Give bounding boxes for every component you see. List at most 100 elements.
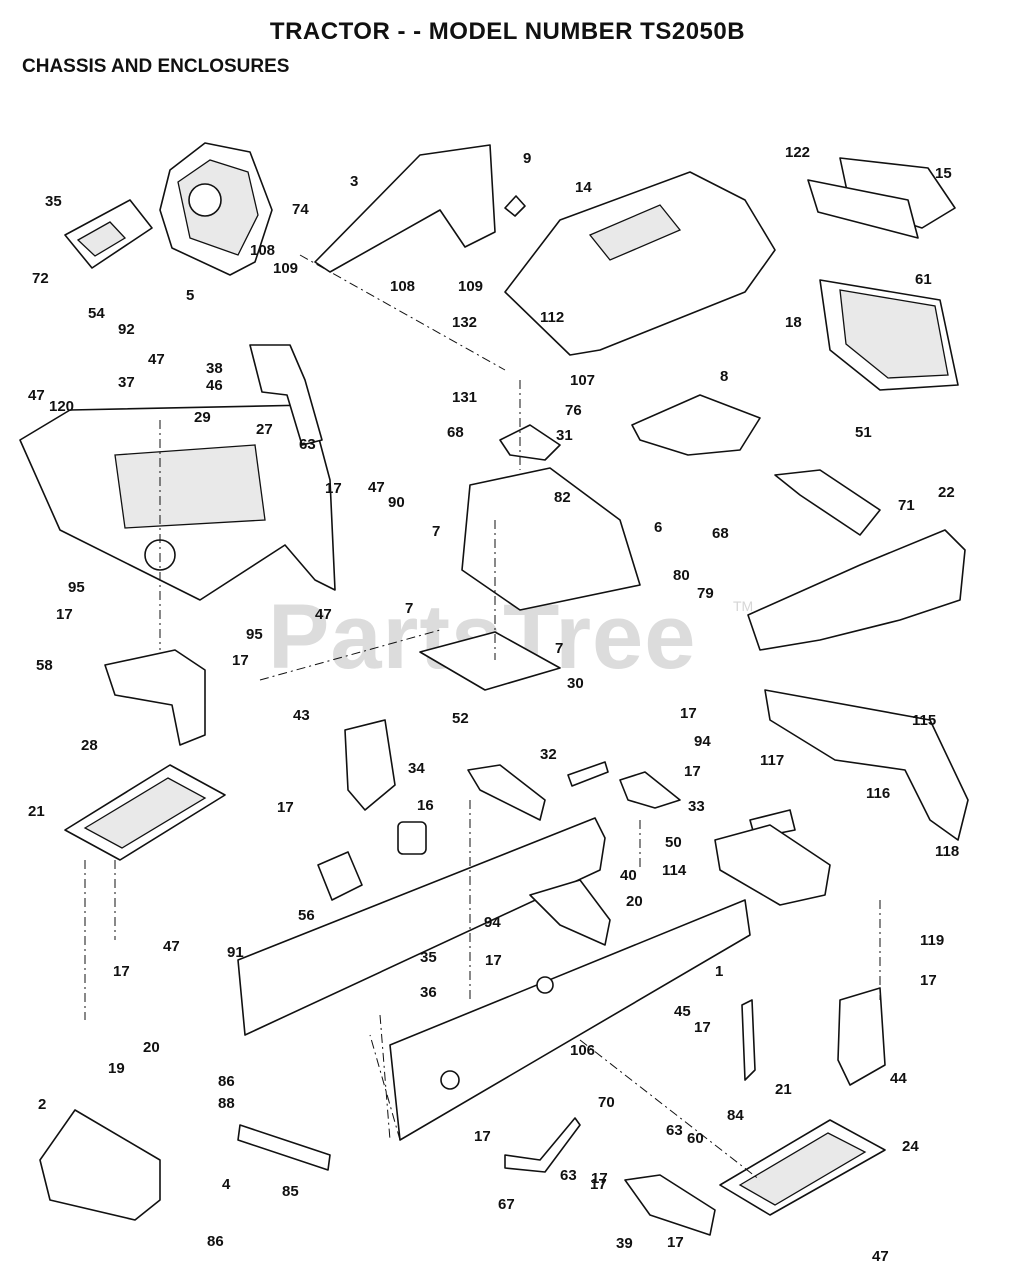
callout-part-5: 5 bbox=[186, 287, 194, 304]
callout-part-38: 38 bbox=[206, 360, 223, 377]
callout-part-1: 1 bbox=[715, 963, 723, 980]
diagram-subtitle: CHASSIS AND ENCLOSURES bbox=[22, 56, 290, 77]
part-91-frame-rail bbox=[237, 817, 606, 1036]
callout-part-94: 94 bbox=[694, 733, 711, 750]
callout-part-39: 39 bbox=[616, 1235, 633, 1252]
callout-part-51: 51 bbox=[855, 424, 872, 441]
callout-part-112: 112 bbox=[540, 309, 564, 326]
callout-part-17: 17 bbox=[56, 606, 73, 623]
part-84-bracket bbox=[741, 999, 756, 1081]
callout-part-17: 17 bbox=[277, 799, 294, 816]
callout-part-88: 88 bbox=[218, 1095, 235, 1112]
callout-part-29: 29 bbox=[194, 409, 211, 426]
part-31-bracket bbox=[499, 424, 561, 461]
callout-part-19: 19 bbox=[108, 1060, 125, 1077]
callout-part-2: 2 bbox=[38, 1096, 46, 1113]
part-30-plate bbox=[419, 631, 561, 691]
part-33-bracket bbox=[619, 771, 681, 809]
callout-part-71: 71 bbox=[898, 497, 915, 514]
callout-part-17: 17 bbox=[591, 1170, 608, 1187]
callout-part-33: 33 bbox=[688, 798, 705, 815]
callout-part-17: 17 bbox=[485, 952, 502, 969]
callout-part-7: 7 bbox=[405, 600, 413, 617]
callout-part-17: 17 bbox=[590, 1176, 607, 1193]
part-22-bumper bbox=[747, 529, 966, 651]
callout-part-17: 17 bbox=[920, 972, 937, 989]
callout-part-20: 20 bbox=[626, 893, 643, 910]
part-2-plate bbox=[39, 1109, 161, 1221]
callout-part-120: 120 bbox=[49, 398, 74, 415]
part-8-plate bbox=[631, 394, 761, 456]
callout-part-85: 85 bbox=[282, 1183, 299, 1200]
callout-part-91: 91 bbox=[227, 944, 244, 961]
callout-part-68: 68 bbox=[712, 525, 729, 542]
part-shapes bbox=[19, 142, 969, 1236]
part-1-frame-rail bbox=[389, 899, 751, 1141]
callout-part-22: 22 bbox=[938, 484, 955, 501]
callout-part-17: 17 bbox=[232, 652, 249, 669]
part-37-fender-deck bbox=[114, 444, 266, 529]
part-14-hood-vents bbox=[588, 204, 682, 261]
part-24-footrest-pad bbox=[738, 1132, 867, 1206]
callout-part-106: 106 bbox=[570, 1042, 595, 1059]
part-29-support bbox=[249, 344, 323, 446]
callout-part-21: 21 bbox=[775, 1081, 792, 1098]
part-56-bracket bbox=[317, 851, 363, 901]
callout-part-115: 115 bbox=[912, 712, 936, 729]
callout-part-63: 63 bbox=[299, 436, 316, 453]
callout-part-45: 45 bbox=[674, 1003, 691, 1020]
callout-part-28: 28 bbox=[81, 737, 98, 754]
callout-part-119: 119 bbox=[920, 932, 944, 949]
part-40-bracket bbox=[529, 879, 611, 946]
part-67-rod bbox=[504, 1117, 581, 1173]
part-18-grille-bars bbox=[839, 289, 949, 379]
callout-part-34: 34 bbox=[408, 760, 425, 777]
callout-part-109: 109 bbox=[458, 278, 483, 295]
callout-part-35: 35 bbox=[420, 949, 437, 966]
callout-part-47: 47 bbox=[315, 606, 332, 623]
callout-part-68: 68 bbox=[447, 424, 464, 441]
callout-part-24: 24 bbox=[902, 1138, 919, 1155]
part-1-frame-hole bbox=[536, 976, 554, 994]
callout-part-14: 14 bbox=[575, 179, 592, 196]
callout-part-74: 74 bbox=[292, 201, 309, 218]
part-14-hood bbox=[504, 171, 776, 356]
callout-part-94: 94 bbox=[484, 914, 501, 931]
callout-part-17: 17 bbox=[667, 1234, 684, 1251]
callout-part-72: 72 bbox=[32, 270, 49, 287]
callout-part-3: 3 bbox=[350, 173, 358, 190]
part-1-frame-hole-2 bbox=[440, 1070, 460, 1090]
part-35-panel-recess bbox=[76, 221, 127, 257]
callout-part-95: 95 bbox=[68, 579, 85, 596]
callout-part-47: 47 bbox=[872, 1248, 889, 1265]
callout-part-90: 90 bbox=[388, 494, 405, 511]
part-58-bracket bbox=[104, 649, 206, 746]
callout-part-18: 18 bbox=[785, 314, 802, 331]
callout-part-108: 108 bbox=[250, 242, 275, 259]
callout-part-15: 15 bbox=[935, 165, 952, 182]
callout-part-86: 86 bbox=[207, 1233, 224, 1250]
callout-part-116: 116 bbox=[866, 785, 890, 802]
part-28-footrest-pad bbox=[83, 777, 207, 849]
callout-part-47: 47 bbox=[28, 387, 45, 404]
part-39-bracket bbox=[624, 1174, 716, 1236]
callout-part-118: 118 bbox=[935, 843, 959, 860]
part-85-bar bbox=[237, 1124, 331, 1171]
trademark-mark: TM bbox=[733, 598, 754, 614]
callout-part-47: 47 bbox=[163, 938, 180, 955]
callout-part-132: 132 bbox=[452, 314, 477, 331]
assembly-lines bbox=[84, 254, 881, 1181]
callout-part-117: 117 bbox=[760, 752, 784, 769]
part-16-grommet bbox=[397, 821, 427, 855]
callout-part-50: 50 bbox=[665, 834, 682, 851]
callout-part-36: 36 bbox=[420, 984, 437, 1001]
callout-part-52: 52 bbox=[452, 710, 469, 727]
callout-part-63: 63 bbox=[666, 1122, 683, 1139]
callout-part-31: 31 bbox=[556, 427, 573, 444]
callout-part-8: 8 bbox=[720, 368, 728, 385]
callout-part-58: 58 bbox=[36, 657, 53, 674]
callout-part-17: 17 bbox=[474, 1128, 491, 1145]
callout-part-122: 122 bbox=[785, 144, 810, 161]
callout-part-56: 56 bbox=[298, 907, 315, 924]
callout-part-43: 43 bbox=[293, 707, 310, 724]
